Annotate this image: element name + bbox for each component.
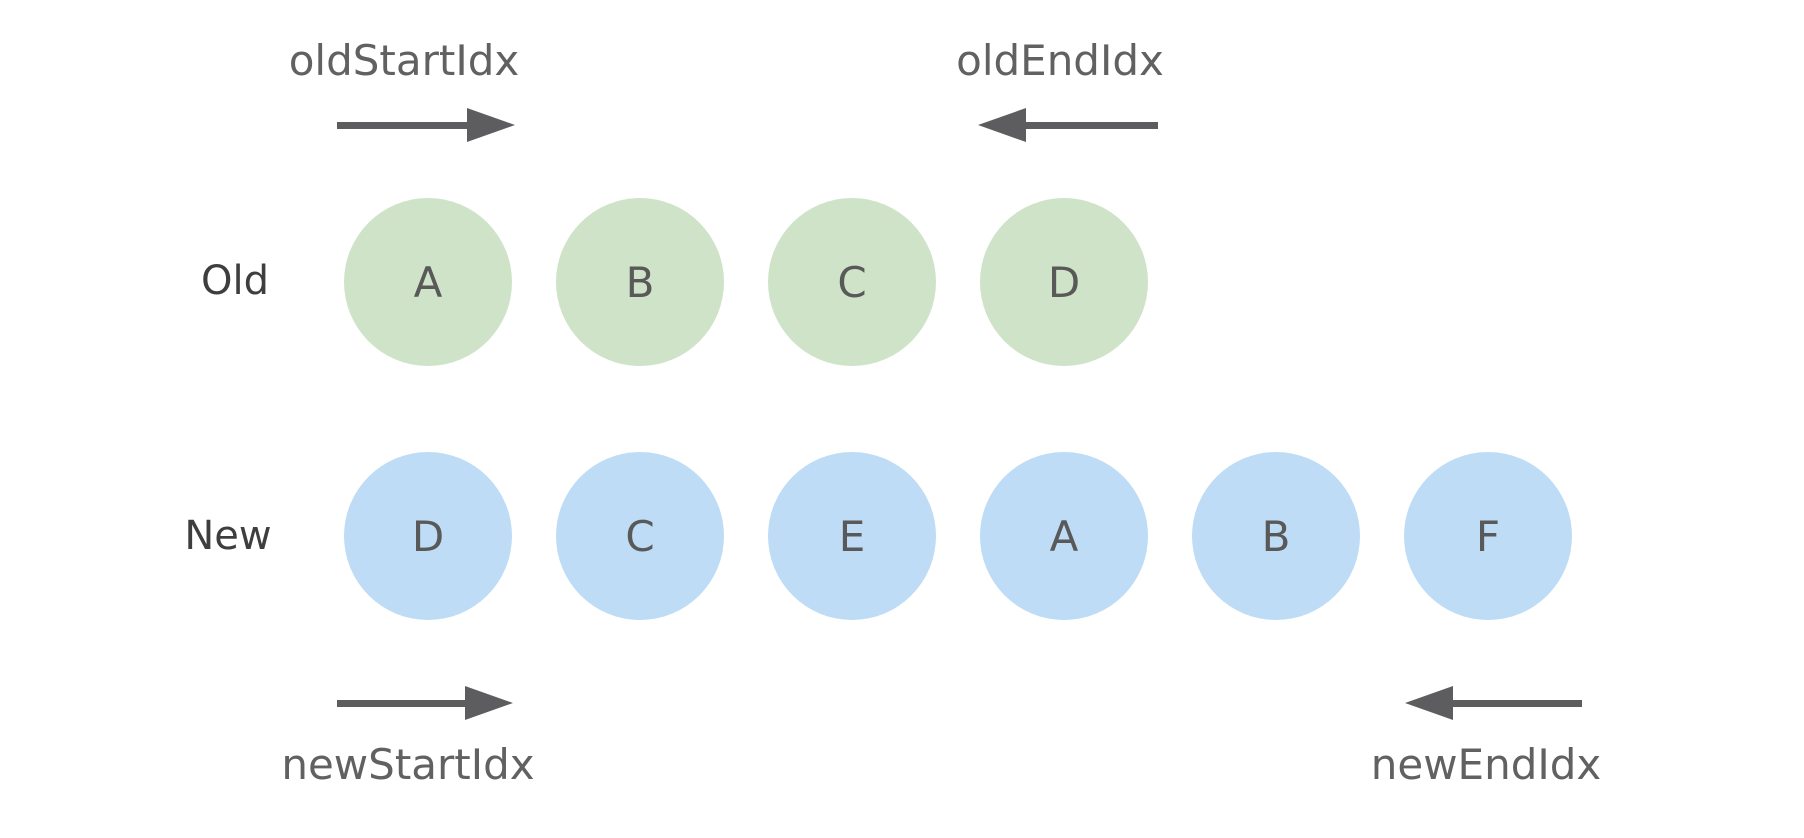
new-start-arrow-right-icon (337, 686, 513, 720)
new-end-arrow-left-icon (1405, 686, 1582, 720)
old-start-arrow-right-icon (337, 108, 515, 142)
new-node-a: A (980, 452, 1148, 620)
new-start-idx-label: newStartIdx (281, 740, 535, 789)
old-start-idx-label: oldStartIdx (288, 36, 520, 85)
new-node-e: E (768, 452, 936, 620)
old-row-label: Old (201, 258, 269, 304)
old-end-arrow-left-icon (978, 108, 1158, 142)
arrow-shaft (337, 121, 467, 129)
new-row-label: New (184, 513, 272, 559)
old-node-c: C (768, 198, 936, 366)
new-node-c: C (556, 452, 724, 620)
arrow-shaft (1453, 699, 1582, 707)
arrow-head-right (467, 108, 515, 142)
arrow-head-right (465, 686, 513, 720)
old-node-a: A (344, 198, 512, 366)
new-end-idx-label: newEndIdx (1370, 740, 1602, 789)
old-node-b: B (556, 198, 724, 366)
new-node-f: F (1404, 452, 1572, 620)
old-node-d: D (980, 198, 1148, 366)
arrow-shaft (337, 699, 465, 707)
arrow-head-left (978, 108, 1026, 142)
new-node-b: B (1192, 452, 1360, 620)
arrow-head-left (1405, 686, 1453, 720)
arrow-shaft (1026, 121, 1158, 129)
old-end-idx-label: oldEndIdx (956, 36, 1164, 85)
new-node-d: D (344, 452, 512, 620)
